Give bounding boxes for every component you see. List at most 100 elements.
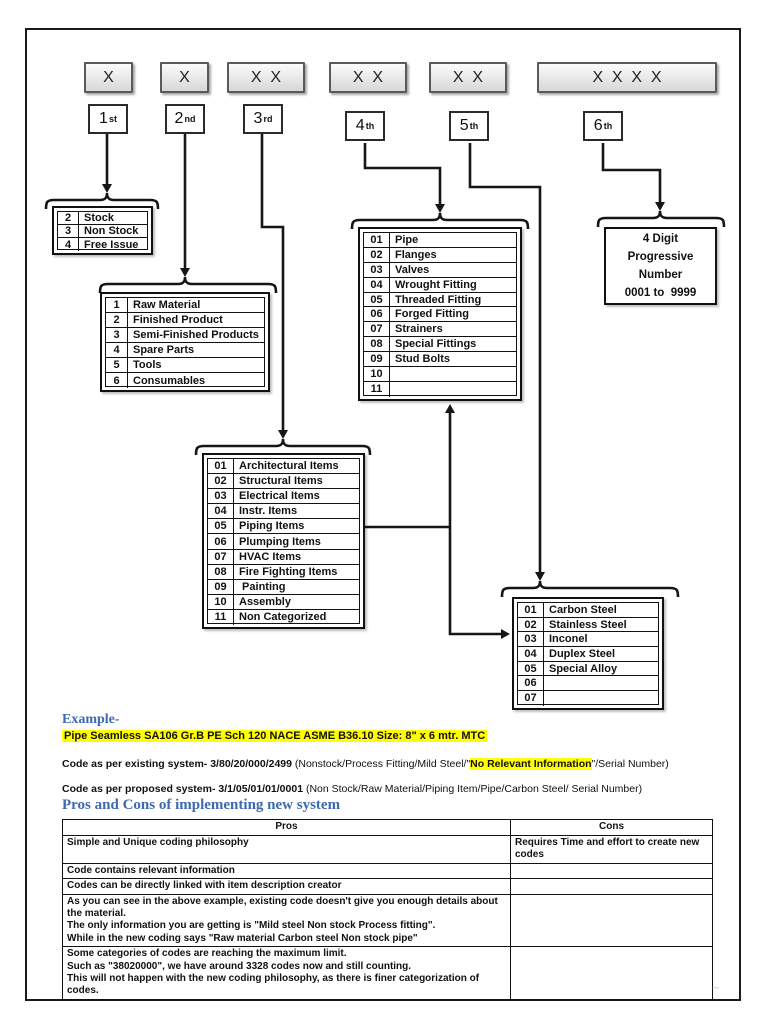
row-code: 03 [208,489,234,504]
pros-cons-header-row: Pros Cons [62,819,713,836]
row-code: 08 [208,564,234,579]
existing-desc-pre: (Nonstock/Process Fitting/Mild Steel/" [291,758,471,770]
existing-desc-post: "/Serial Number) [591,758,669,770]
table-row: 3 Semi-Finished Products [106,328,264,343]
row-label: Semi-Finished Products [133,329,259,341]
table-row: 2 Finished Product [106,313,264,328]
row-code: 10 [208,594,234,609]
ordinal-suffix: rd [263,113,273,124]
row-code: 6 [106,373,128,388]
row-code: 05 [208,519,234,534]
cons-cell [510,946,713,1000]
row-code: 02 [364,247,390,262]
row-code: 09 [208,579,234,594]
row-label: Raw Material [133,299,201,311]
pros-cons-heading: Pros and Cons of implementing new system [62,797,341,813]
row-code: 04 [364,277,390,292]
row-code: 01 [518,603,544,617]
ordinal-suffix: th [469,120,479,131]
row-label: Stud Bolts [395,353,450,366]
row-code: 04 [208,504,234,519]
table-row: 01 Pipe [364,233,516,248]
digit-box-6: XXXX [537,62,717,93]
row-code: 07 [364,322,390,337]
table-row: 08 Fire Fighting Items [208,564,359,580]
row-code: 5 [106,358,128,372]
cons-cell [510,862,713,880]
digit-box-2: X [160,62,209,93]
digit-box-1: X [84,62,133,93]
row-label: Non Stock [84,225,139,237]
ordinal-suffix: th [365,120,375,131]
row-label: Carbon Steel [549,603,617,616]
table-row: 04 Wrought Fitting [364,277,516,293]
table-row: 01 Carbon Steel [518,603,658,618]
row-code: 2 [106,313,128,327]
row-label: Finished Product [133,314,223,326]
row-label: Non Categorized [239,611,327,624]
scan-smudge-mark: ~ [712,980,720,995]
row-label: HVAC Items [239,550,302,563]
existing-code: Code as per existing system- 3/80/20/000… [62,758,292,770]
ordinal-number: 6 [593,117,603,134]
table-row: 10 [364,367,516,382]
row-label: Free Issue [84,238,139,251]
cons-column-header: Cons [510,819,713,836]
ordinal-number: 3 [253,110,263,127]
digit-box-4: XX [329,62,407,93]
ordinal-number: 1 [99,110,108,127]
row-label: Tools [133,359,162,371]
row-label: Stainless Steel [549,618,627,631]
row-code: 3 [106,328,128,342]
table-row: 11 [364,381,516,397]
row-label: Stock [84,212,114,224]
row-label: Pipe [395,233,419,246]
cons-cell [510,893,713,948]
proposed-desc: (Non Stock/Raw Material/Piping Item/Pipe… [303,783,643,795]
row-label: Fire Fighting Items [239,565,338,578]
pros-cell: Some categories of codes are reaching th… [62,946,511,1000]
row-code: 01 [364,233,390,247]
row-code: 07 [518,691,544,706]
ordinal-suffix: nd [184,113,196,124]
digit-box-5: XX [429,62,507,93]
row-label: Wrought Fitting [395,278,477,291]
row-label: Electrical Items [239,490,320,503]
cons-cell [510,878,713,895]
row-label: Instr. Items [239,505,298,518]
row-code: 01 [208,459,234,474]
row-label: Plumping Items [239,535,321,548]
progressive-number-box: 4 Digit Progressive Number 0001 to 9999 [604,227,717,305]
proposed-code: Code as per proposed system- 3/1/05/01/0… [62,783,304,795]
row-label: Special Alloy [549,662,618,675]
existing-system-code-line: Code as per existing system- 3/80/20/000… [62,758,669,770]
row-code: 09 [364,352,390,367]
row-label: Inconel [549,633,588,646]
table-row: 09 Stud Bolts [364,352,516,368]
row-label: Valves [395,263,430,276]
row-code: 02 [208,474,234,489]
